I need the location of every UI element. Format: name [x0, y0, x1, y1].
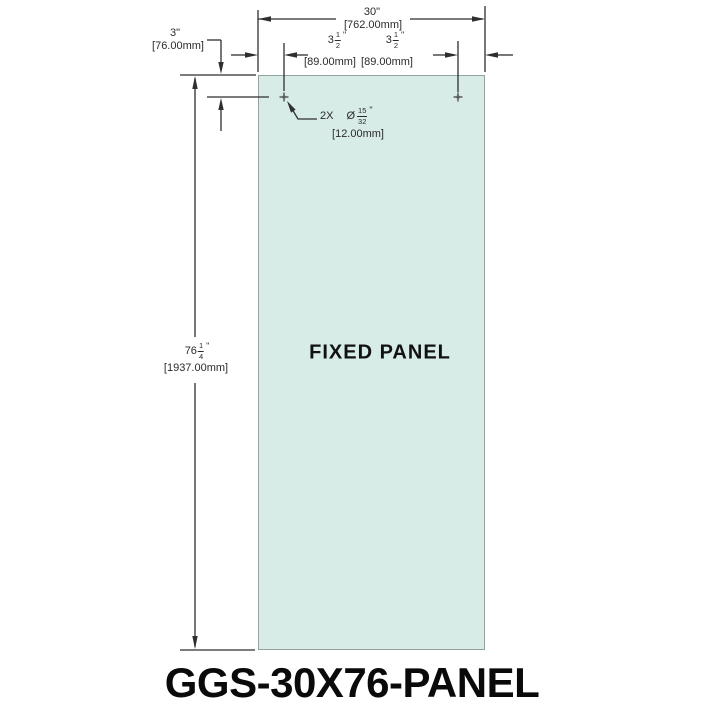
left-hole-offset-whole: 3	[327, 34, 334, 46]
fixed-panel-shape	[258, 75, 485, 650]
left-hole-offset-mm-label: [89.00mm]	[304, 56, 356, 68]
dim-hole-top-offset	[180, 39, 269, 131]
hole-top-offset-inches-label: 3"	[169, 27, 181, 39]
hole-callout-qty: 2X	[320, 110, 334, 122]
right-hole-offset-mm-label: [89.00mm]	[361, 56, 413, 68]
overall-width-mm-label: [762.00mm]	[343, 19, 403, 31]
right-hole-offset-whole: 3	[385, 34, 392, 46]
drawing-title: GGS-30X76-PANEL	[164, 659, 540, 706]
fixed-panel-label: FIXED PANEL	[309, 341, 451, 364]
overall-height-whole: 76	[184, 345, 197, 357]
right-hole-offset-unit: "	[401, 30, 405, 40]
left-hole-offset-unit: "	[343, 30, 347, 40]
overall-height-unit: "	[206, 341, 210, 351]
overall-width-inches-label: 30"	[363, 6, 381, 18]
overall-height-mm-label: [1937.00mm]	[163, 362, 229, 374]
hole-top-offset-mm-label: [76.00mm]	[152, 40, 204, 52]
diameter-symbol-icon: Ø	[346, 110, 356, 122]
hole-callout-mm-label: [12.00mm]	[332, 128, 384, 140]
hole-callout-unit: "	[369, 105, 373, 115]
